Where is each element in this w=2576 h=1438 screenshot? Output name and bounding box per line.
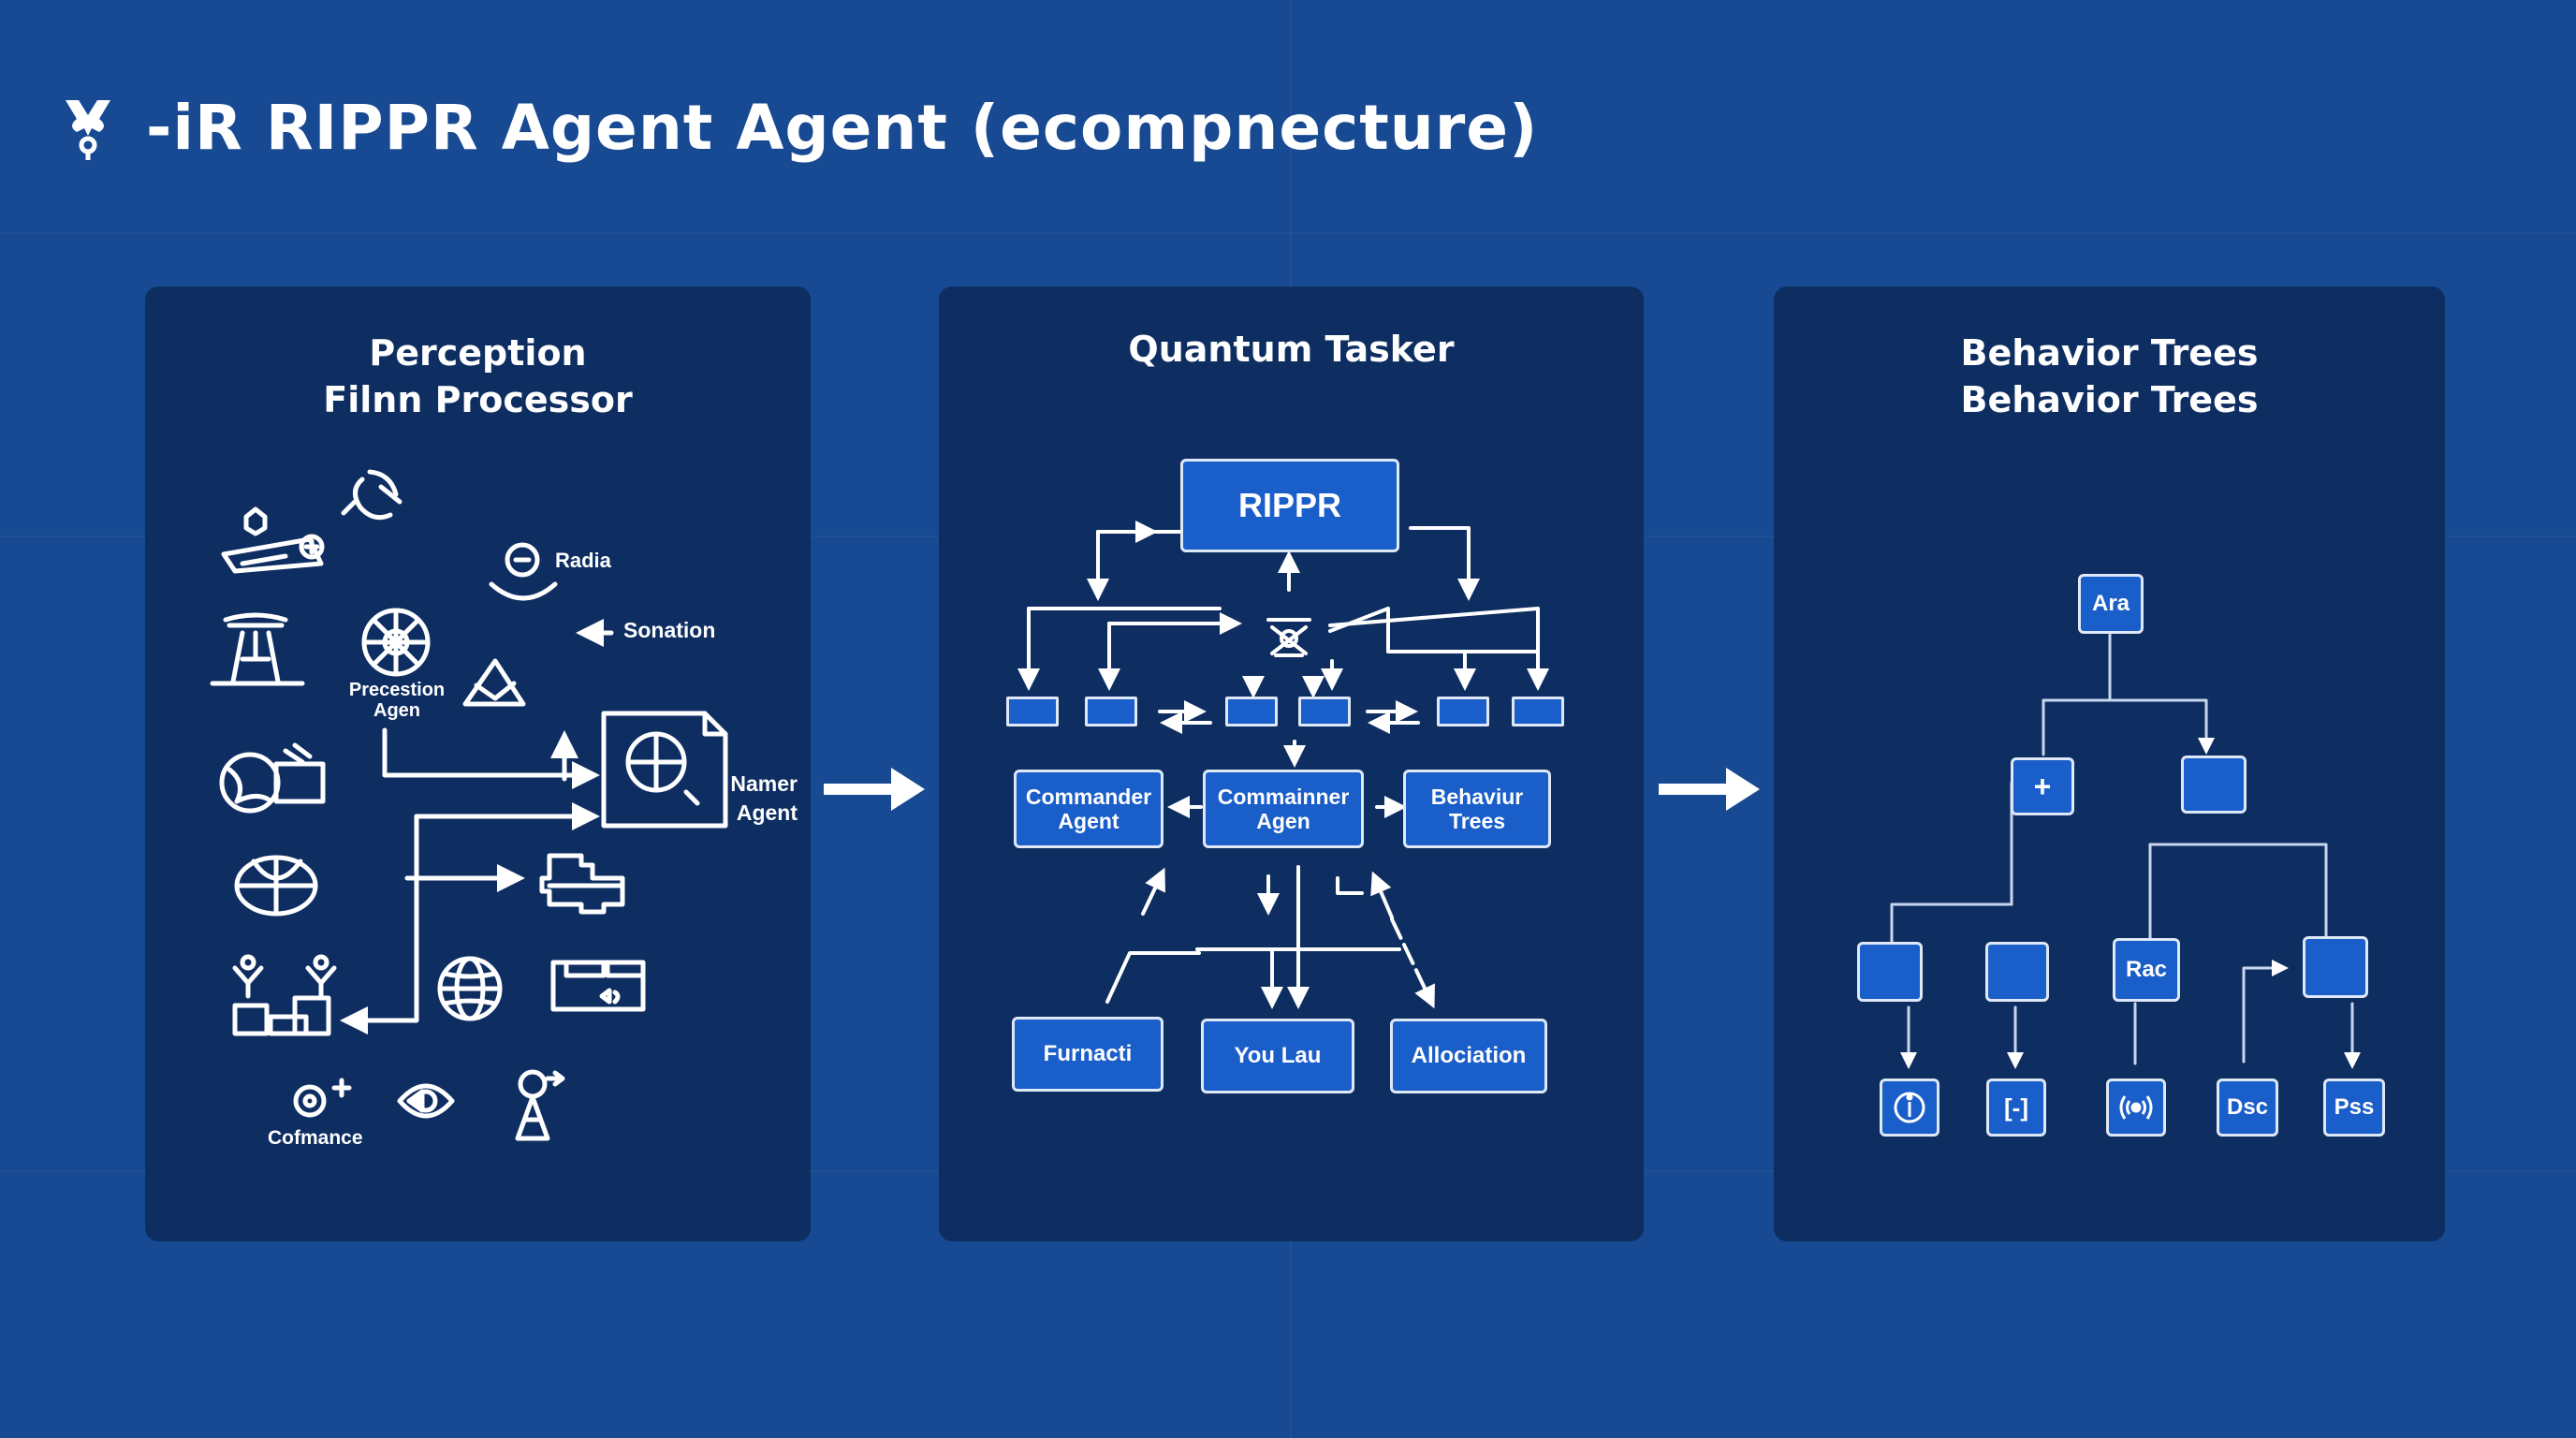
node-label-line: Agen [1256,809,1310,833]
radar-icon [489,542,558,601]
perception-diagram [210,469,728,1141]
signal-icon [2119,1095,2153,1120]
panel-title-line: Behavior Trees [1960,332,2259,374]
panel-title: Behavior Trees Behavior Trees [1774,330,2445,423]
label-sonation: Sonation [623,618,716,642]
label-namer-agent: Namer Agent [695,770,798,828]
satellite-icon [341,469,402,521]
small-node [1085,697,1137,726]
small-node [1512,697,1564,726]
logo-icon [66,99,110,160]
globe-icon [437,956,503,1021]
label-radia: Radia [555,549,611,572]
panel-title-line: Filnn Processor [323,379,633,420]
header: -iR RIPPR Agent Agent (ecompnecture) [58,92,1538,164]
triangle-icon [462,658,526,707]
flow-arrow-right-icon [1659,768,1760,811]
label-cofmance: Cofmance [268,1127,363,1149]
eye-icon [397,1083,455,1119]
tree-node [2181,756,2247,814]
speaker-box-icon [550,960,646,1012]
panel-title-line: Perception [369,332,587,374]
gear-plus-icon [293,1078,352,1118]
node-rippr: RIPPR [1180,459,1399,552]
machinery-icon [232,954,337,1036]
small-node [1298,697,1351,726]
node-furnacti: Furnacti [1012,1017,1164,1092]
drone-icon [221,506,325,574]
person-icon [515,1069,565,1141]
panel-behavior: Behavior Trees Behavior Trees Ara + Rac [1774,286,2445,1241]
dome-icon [234,855,318,917]
flow-arrow-right-icon [824,768,925,811]
panel-title: Quantum Tasker [1128,329,1455,370]
panel-title-line: Behavior Trees [1960,379,2259,420]
node-label-line: Behaviur [1430,785,1524,809]
panel-quantum: Quantum Tasker [939,286,1644,1241]
tower-icon [210,612,305,686]
tree-leaf-dsc: Dsc [2217,1078,2278,1137]
panel-title: Perception Filnn Processor [145,330,811,423]
tree-leaf-pss: Pss [2323,1078,2385,1137]
node-you-lau: You Lau [1201,1019,1354,1093]
label-line: Agen [373,700,420,721]
small-node [1006,697,1059,726]
tree-node-plus: + [2011,757,2074,815]
node-label-line: Commainner [1217,785,1350,809]
tree-node [1857,942,1923,1002]
globe-box-icon [219,742,326,814]
tree-leaf-signal [2106,1078,2166,1137]
info-icon [1894,1092,1925,1123]
label-line: Precestion [348,680,446,700]
puzzle-icon [539,853,625,915]
tree-leaf-info [1880,1078,1939,1137]
label-line: Agent [736,800,798,825]
tree-node [1985,942,2049,1002]
tree-node-rac: Rac [2113,938,2180,1002]
node-commainner-agen: Commainner Agen [1203,770,1364,848]
wheel-icon [361,608,431,677]
small-node [1225,697,1278,726]
document-target-icon [601,711,728,829]
panel-perception: Perception Filnn Processor [145,286,811,1241]
grid-line [0,232,2576,234]
node-allociation: Allociation [1390,1019,1547,1093]
tree-node [2303,936,2368,998]
tree-leaf-brackets: [-] [1986,1078,2046,1137]
node-label-line: Commander [1025,785,1152,809]
label-precestion-agent: Precestion Agen [345,680,448,721]
node-behaviur-trees: Behaviur Trees [1403,770,1551,848]
page-title: -iR RIPPR Agent Agent (ecompnecture) [146,92,1539,164]
label-line: Namer [730,771,798,796]
node-label-line: Trees [1448,809,1506,833]
small-node [1437,697,1489,726]
node-label-line: Agent [1058,809,1120,833]
quantum-diagram [1017,521,1549,1009]
tree-node-ara: Ara [2078,574,2144,634]
node-hub-icon [1266,618,1311,657]
node-commander-agent: Commander Agent [1014,770,1164,848]
